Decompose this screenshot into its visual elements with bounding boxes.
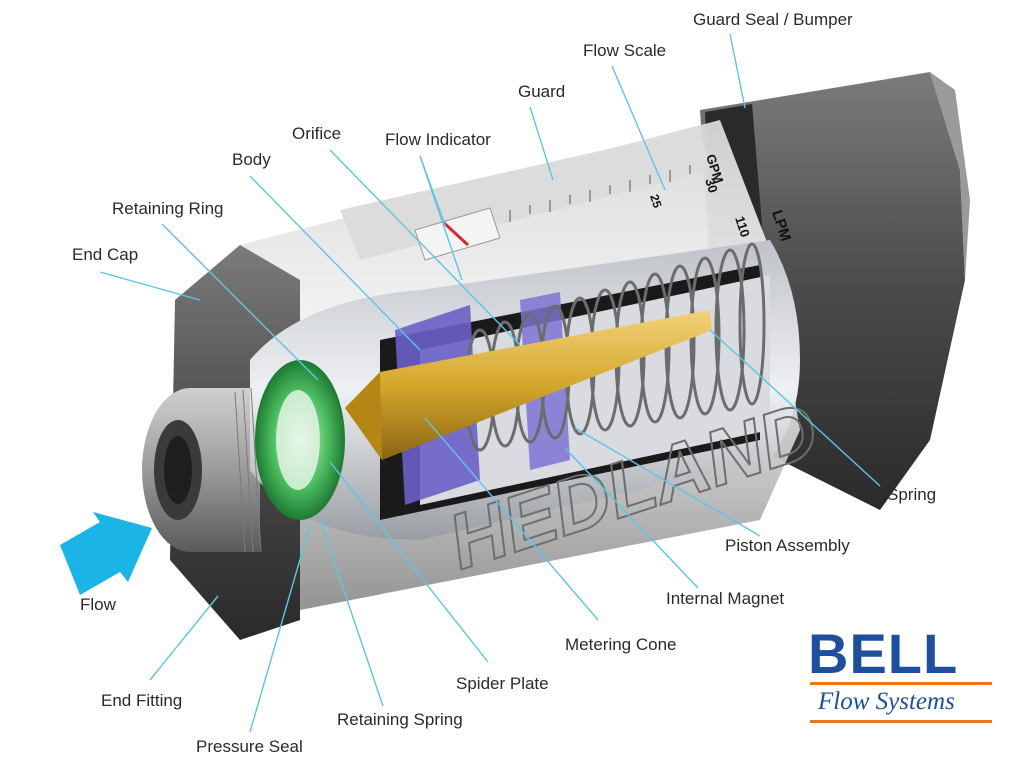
label-flow-indicator: Flow Indicator xyxy=(385,130,491,149)
leader-flow-indicator-b xyxy=(419,155,446,226)
leader-metering-cone xyxy=(424,417,599,621)
leader-body xyxy=(249,175,421,351)
flow-scale-ticks xyxy=(469,165,691,232)
label-flow-scale: Flow Scale xyxy=(583,41,667,60)
logo-subtitle: Flow Systems xyxy=(818,688,955,715)
lpm-tick-110: 110 xyxy=(732,214,753,239)
label-spider-plate: Spider Plate xyxy=(456,674,549,693)
leader-piston-assembly xyxy=(574,427,761,537)
label-piston-assembly: Piston Assembly xyxy=(725,536,850,555)
label-retaining-spring: Retaining Spring xyxy=(337,710,463,729)
label-guard: Guard xyxy=(518,82,566,101)
leader-guard xyxy=(529,106,554,181)
thread-lines xyxy=(234,387,262,553)
leader-retaining-spring xyxy=(319,519,384,707)
label-metering-cone: Metering Cone xyxy=(565,635,677,654)
label-internal-magnet: Internal Magnet xyxy=(666,589,785,608)
leader-flow-scale xyxy=(611,65,666,191)
leader-spring xyxy=(709,329,881,487)
spider-plate xyxy=(255,360,345,520)
label-orifice: Orifice xyxy=(292,124,342,143)
logo-rule-top xyxy=(810,682,992,685)
leader-orifice xyxy=(329,149,521,346)
label-guard-seal-bumper: Guard Seal / Bumper xyxy=(693,10,853,29)
label-body: Body xyxy=(232,150,271,169)
leader-spider-plate xyxy=(329,461,489,663)
leader-retaining-ring xyxy=(161,223,319,381)
label-flow: Flow xyxy=(80,595,116,614)
label-retaining-ring: Retaining Ring xyxy=(112,199,224,218)
flow-arrow xyxy=(60,512,152,595)
logo-brand: BELL xyxy=(808,622,959,685)
leader-internal-magnet xyxy=(564,447,699,589)
leader-end-fitting xyxy=(149,595,219,681)
gpm-tick-25: 25 xyxy=(647,193,665,210)
label-pressure-seal: Pressure Seal xyxy=(196,737,303,756)
leader-end-cap xyxy=(99,271,201,301)
metering-cone xyxy=(345,310,712,460)
flow-indicator xyxy=(414,207,501,261)
label-spring: Spring xyxy=(887,485,937,504)
label-end-fitting: End Fitting xyxy=(101,691,183,710)
leader-lines xyxy=(99,33,881,733)
end-fitting xyxy=(142,388,260,552)
gpm-tick-30: 30 xyxy=(702,176,721,194)
leader-pressure-seal xyxy=(249,524,311,733)
logo-rule-bottom xyxy=(810,720,992,723)
leader-guard-seal xyxy=(729,33,746,109)
label-end-cap: End Cap xyxy=(72,245,139,264)
